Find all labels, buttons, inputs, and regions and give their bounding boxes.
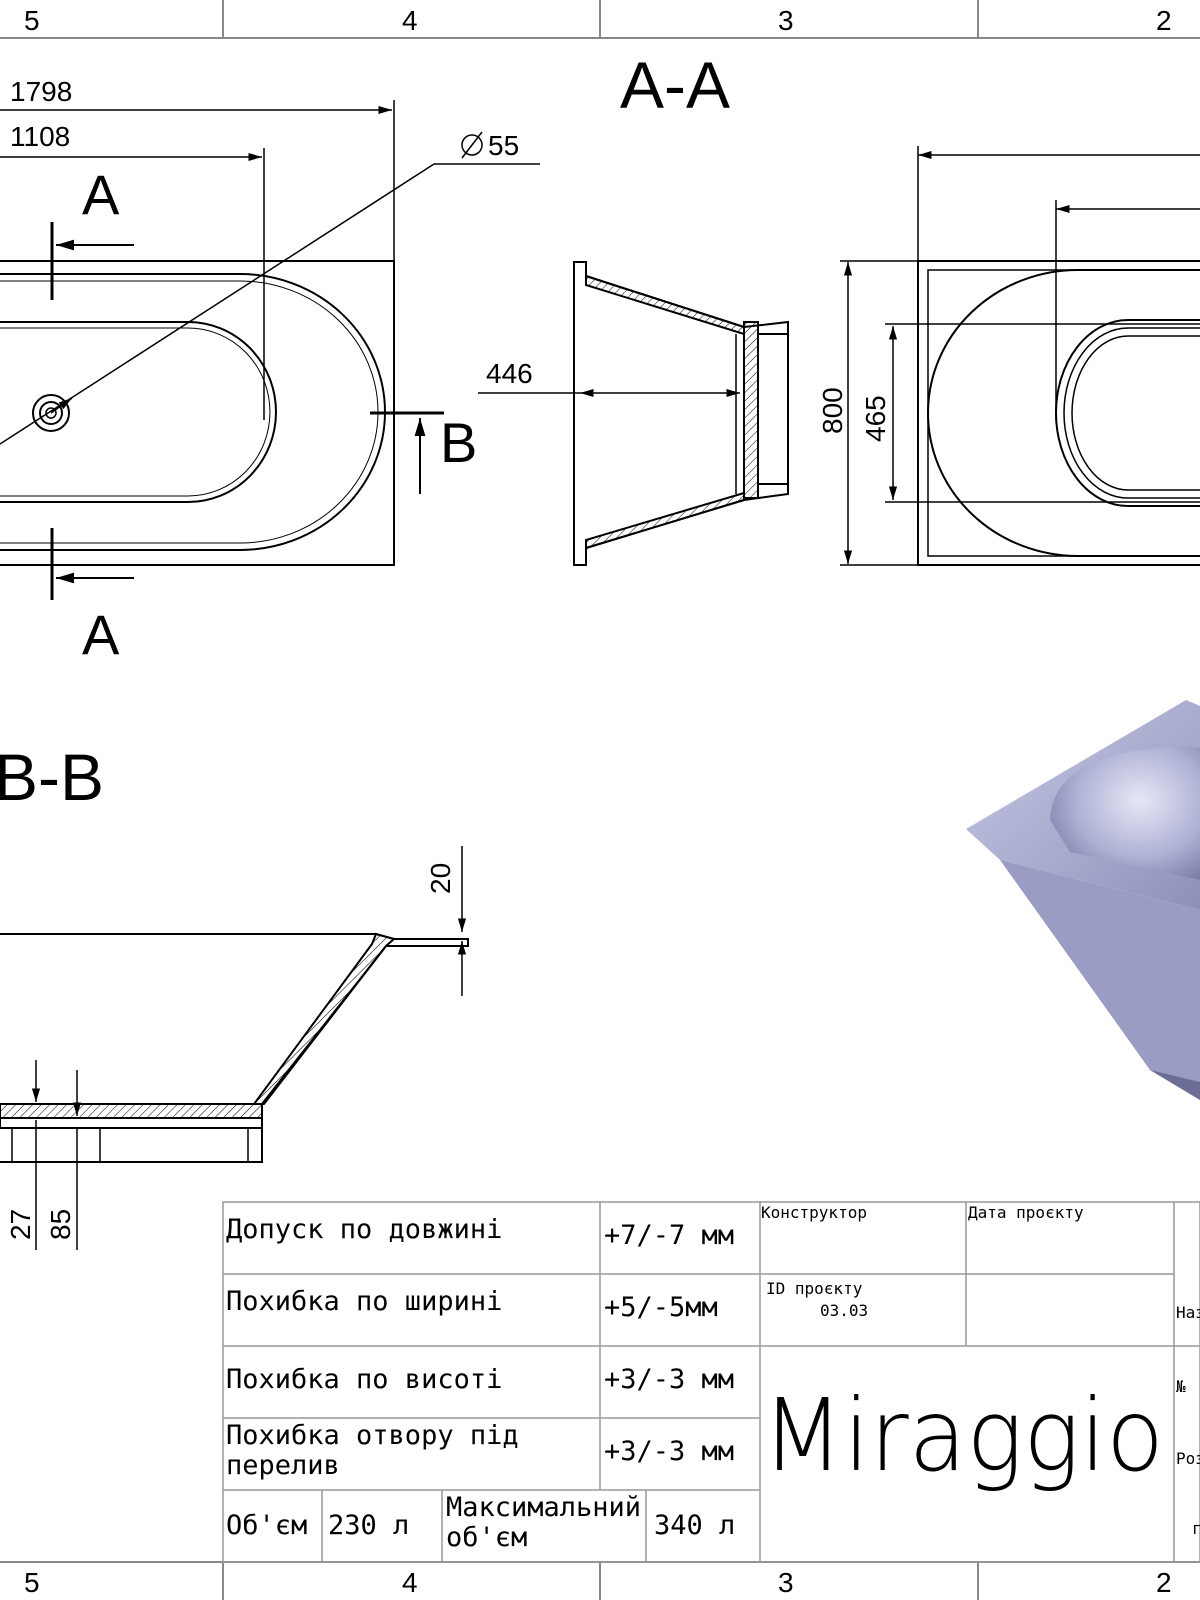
dim-length-overall: 1798	[10, 76, 72, 107]
side-number-label: №	[1176, 1377, 1186, 1396]
plan-dims	[0, 100, 395, 420]
dim-section-depth: 446	[486, 358, 533, 389]
diameter-icon	[461, 131, 483, 159]
dim-width-inner: 465	[860, 395, 891, 442]
tolerance-overflow-value: +3/-3 мм	[604, 1436, 734, 1467]
drain-icon	[32, 394, 70, 432]
section-bb-dims	[31, 846, 467, 1250]
tolerance-length-label: Допуск по довжині	[226, 1214, 502, 1245]
section-aa-title: A-A	[620, 48, 730, 122]
frame-col-bottom-5: 5	[24, 1567, 40, 1598]
side-last-label: г	[1192, 1519, 1200, 1538]
tolerance-height-label: Похибка по висоті	[226, 1364, 502, 1395]
project-id-label: ID проєкту	[766, 1279, 863, 1298]
dim-rim: 20	[425, 863, 456, 894]
volume-value: 230 л	[328, 1510, 409, 1541]
title-block-grid	[222, 1201, 1200, 1563]
tolerance-width-value: +5/-5мм	[604, 1292, 718, 1323]
frame-col-top-4: 4	[402, 5, 418, 36]
brand-logo: Miraggio	[762, 1377, 1164, 1494]
max-volume-label-line2: об'єм	[446, 1522, 527, 1553]
drain-leader	[0, 163, 540, 445]
side-view	[917, 260, 1200, 566]
cut-line-a	[50, 222, 134, 600]
cut-line-b	[370, 411, 444, 494]
dim-bottom-a: 27	[5, 1209, 36, 1240]
frame-col-bottom-3: 3	[778, 1567, 794, 1598]
dim-width-overall: 800	[817, 387, 848, 434]
tolerance-overflow-label-line2: перелив	[226, 1450, 340, 1481]
section-bb-profile	[0, 932, 469, 1163]
cut-label-a-bottom: A	[82, 603, 120, 666]
volume-label: Об'єм	[226, 1510, 307, 1541]
project-date-label: Дата проєкту	[968, 1203, 1084, 1222]
dim-bottom-b: 85	[45, 1209, 76, 1240]
frame-col-top-5: 5	[24, 5, 40, 36]
section-aa-profile	[573, 261, 789, 566]
max-volume-value: 340 л	[654, 1510, 735, 1541]
tolerance-height-value: +3/-3 мм	[604, 1364, 734, 1395]
side-view-dims	[840, 146, 1200, 566]
section-bb-title: B-B	[0, 740, 104, 814]
side-name-label: Наз	[1176, 1303, 1200, 1322]
tolerance-overflow-label-line1: Похибка отвору під	[226, 1420, 519, 1451]
frame-col-top-2: 2	[1156, 5, 1172, 36]
dim-drain-diameter: 55	[488, 130, 519, 161]
max-volume-label-line1: Максимальний	[446, 1492, 641, 1523]
cut-label-a-top: A	[82, 163, 120, 226]
frame-col-bottom-4: 4	[402, 1567, 418, 1598]
designer-label: Конструктор	[761, 1203, 867, 1222]
tub-3d-render	[966, 700, 1200, 1100]
project-id-value: 03.03	[820, 1301, 868, 1320]
tolerance-width-label: Похибка по ширині	[226, 1286, 502, 1317]
dim-length-inner: 1108	[10, 121, 70, 152]
cut-label-b: B	[440, 411, 477, 474]
tolerance-length-value: +7/-7 мм	[604, 1220, 734, 1251]
frame-col-top-3: 3	[778, 5, 794, 36]
frame-col-bottom-2: 2	[1156, 1567, 1172, 1598]
plan-view	[0, 260, 395, 566]
side-size-label: Роз	[1176, 1449, 1200, 1468]
